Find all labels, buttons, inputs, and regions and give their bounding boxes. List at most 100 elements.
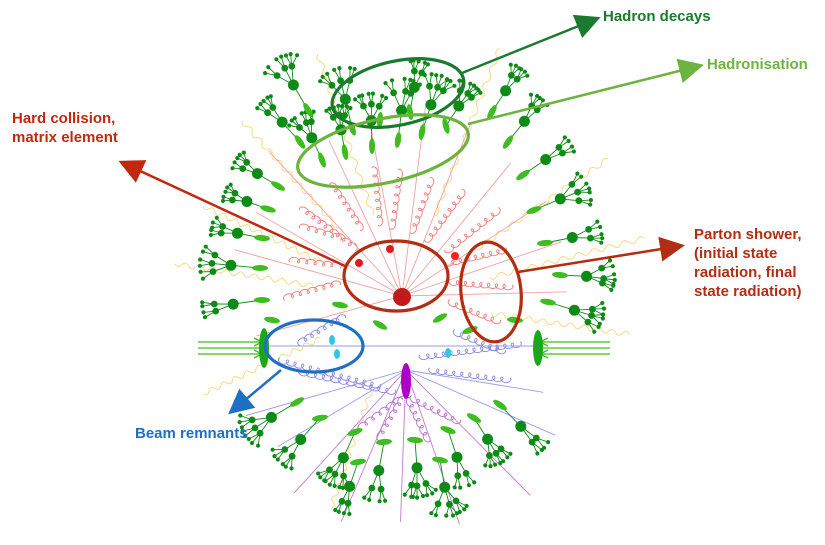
gluon-line [283, 280, 342, 301]
hadron-cluster [466, 413, 482, 423]
hadron-cluster [440, 426, 456, 434]
gluon-line [443, 247, 508, 267]
hadron [452, 83, 457, 88]
hadron [348, 65, 353, 71]
hadron [219, 223, 227, 230]
hadron-cluster [493, 399, 507, 411]
hadron [493, 462, 498, 467]
hadron [588, 202, 593, 207]
photon-lines [174, 47, 645, 509]
hadron [362, 495, 367, 500]
hadron [425, 493, 430, 498]
hadron [320, 74, 325, 79]
hadronisation-arrow [467, 58, 704, 126]
hadron [612, 277, 617, 283]
hadron [600, 236, 605, 241]
hadron [332, 483, 337, 488]
hadron-cluster [341, 144, 349, 160]
photon-line [202, 205, 321, 262]
hadron-track [242, 427, 256, 432]
hadron [433, 513, 438, 518]
hadron [539, 447, 545, 453]
hadron-cluster [303, 102, 313, 118]
hadron [588, 198, 594, 203]
hadron-track [391, 80, 395, 93]
hadron-cluster [347, 428, 363, 436]
hadron [198, 257, 203, 262]
hadron [546, 440, 551, 445]
hadron [505, 455, 510, 460]
photon-line [202, 337, 321, 396]
hadron [352, 66, 357, 72]
hadron-track [245, 427, 256, 437]
hadron [535, 451, 540, 456]
parton-line [340, 369, 407, 522]
hadron [288, 52, 293, 57]
hadron-track [251, 432, 261, 444]
gluon-line [428, 367, 512, 384]
photon-line [490, 312, 630, 336]
hadron [341, 511, 346, 516]
hadron [249, 440, 255, 446]
parton-line [405, 369, 556, 436]
hadron [347, 511, 352, 517]
gluon-line [447, 299, 502, 325]
hadron [587, 190, 592, 195]
hadron-cluster [406, 104, 414, 120]
gluon-line [299, 206, 358, 251]
hadron-cluster [407, 436, 423, 444]
hadron [528, 92, 534, 97]
hadron [210, 300, 218, 308]
hadron [348, 106, 353, 111]
hadron [488, 464, 493, 469]
hadron [383, 498, 388, 503]
hadron-cluster [350, 458, 366, 466]
hadron [471, 83, 477, 88]
hadron [409, 494, 414, 499]
hadron [420, 493, 426, 499]
hadron [261, 98, 266, 104]
hadron [575, 171, 580, 176]
hadron-track [248, 432, 261, 440]
hard-collision-label: Hard collision, matrix element [12, 110, 118, 146]
parton-dot-3 [451, 252, 459, 260]
hadron-cluster [537, 239, 553, 247]
hadron [202, 315, 208, 320]
hadron [239, 425, 244, 430]
hadron-decays-arrow [461, 14, 601, 75]
hadron [595, 219, 600, 224]
parton-line [401, 162, 512, 297]
hadron-track [257, 433, 261, 446]
hadron [607, 258, 613, 263]
hadron-track [239, 419, 253, 423]
hadron [478, 90, 483, 95]
hadron-cluster [260, 205, 276, 213]
hadron-cluster [376, 438, 392, 446]
hadron [462, 507, 467, 512]
hadron [263, 71, 268, 76]
hadron-cluster [432, 313, 448, 323]
hadron-jets [197, 52, 617, 518]
hadron-cluster [312, 414, 328, 422]
hadron [353, 97, 358, 102]
parton-line [245, 369, 407, 417]
hadron [318, 79, 323, 84]
gluon-line [357, 396, 403, 431]
parton-dot-1 [355, 259, 363, 267]
hadron [235, 156, 240, 161]
gluon-line [298, 223, 342, 241]
hadron-cluster [318, 152, 326, 168]
gluon-line [298, 369, 397, 395]
hadron [599, 232, 604, 237]
hadronisation-clusters [252, 102, 568, 466]
hadron-cluster [394, 132, 402, 148]
photon-line [489, 236, 645, 280]
hadron [444, 513, 449, 518]
hadron [367, 497, 372, 502]
parton-shower-arrow [517, 236, 685, 274]
hadron [316, 471, 321, 476]
hadron [201, 310, 206, 315]
hadron [601, 306, 607, 311]
hadron [579, 174, 584, 179]
